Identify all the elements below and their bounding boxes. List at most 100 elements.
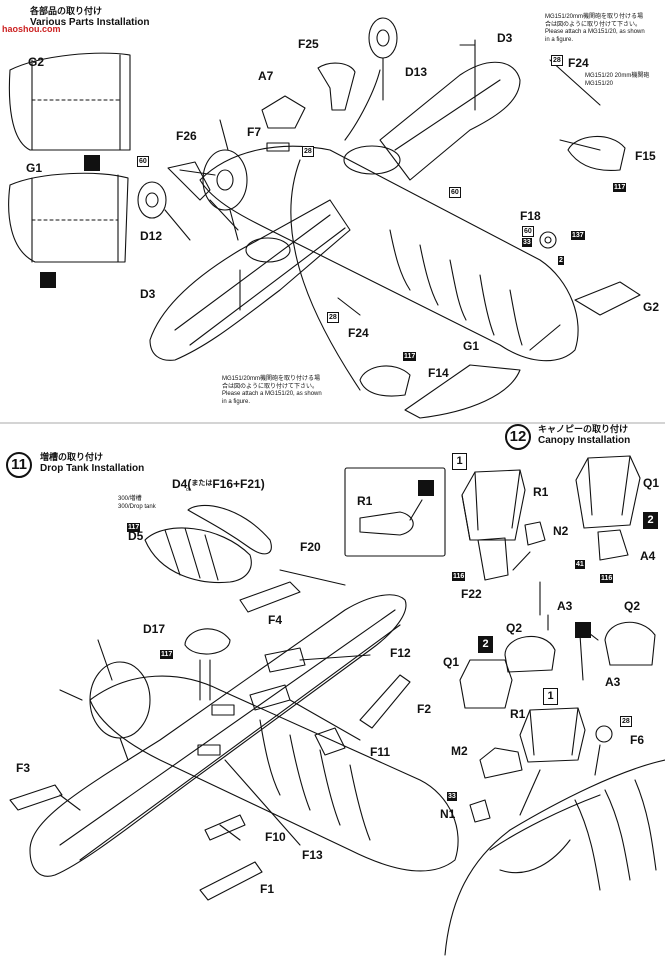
mg-note-mid-line3: Please attach a MG151/20, as shown <box>222 391 322 397</box>
drop-tank-title-en: Drop Tank Installation <box>40 463 145 474</box>
part-label-f18: F18 <box>520 209 541 223</box>
paint-code: 41 <box>575 560 585 569</box>
part-label-d12: D12 <box>140 229 163 243</box>
option-1-marker-b: 1 <box>543 688 558 705</box>
part-label-f11: F11 <box>370 745 391 759</box>
paint-code: 116 <box>452 572 466 581</box>
paint-code: 33 <box>447 792 457 801</box>
paint-code: 116 <box>600 574 614 583</box>
part-label-g1: G1 <box>26 161 43 175</box>
part-label-g2: G2 <box>28 55 45 69</box>
option-1-marker: 1 <box>452 453 467 470</box>
mg-note-top-line1: MG151/20mm機関砲を取り付ける場 <box>545 14 644 20</box>
part-label-f10: F10 <box>265 830 286 844</box>
part-label-d5: D5 <box>128 529 144 543</box>
various-parts-title-en: Various Parts Installation <box>30 17 150 28</box>
part-label-n2: N2 <box>553 524 569 538</box>
d4-variant-label: D4(またはF16+F21) <box>172 478 265 490</box>
drop-tank-title-jp: 増槽の取り付け <box>40 452 104 462</box>
mg-note-mid-line1: MG151/20mm機関砲を取り付ける場 <box>222 376 321 382</box>
flap-closed-symbol <box>40 272 56 288</box>
part-label-g2b: G2 <box>643 300 660 314</box>
option-2-marker-b: 2 <box>478 636 493 653</box>
part-label-d17: D17 <box>143 622 166 636</box>
mg-note-mid-line2: 合は図のように取り付けて下さい。 <box>222 383 319 390</box>
step-number-12: 12 <box>505 424 531 450</box>
part-label-q1b: Q1 <box>443 655 460 669</box>
d4-parts: F16+F21) <box>212 477 265 491</box>
part-label-f4: F4 <box>268 613 283 627</box>
flap-open-symbol <box>84 155 100 171</box>
canopy-title-jp: キャノピーの取り付け <box>538 424 629 434</box>
paint-code: 137 <box>571 231 585 240</box>
part-label-f12: F12 <box>390 646 411 660</box>
d4-or-jp: または <box>191 480 213 487</box>
part-label-f14: F14 <box>428 366 449 380</box>
paint-code: 33 <box>522 238 532 247</box>
part-label-a4: A4 <box>640 549 656 563</box>
part-label-f24: F24 <box>568 56 589 70</box>
part-label-f3: F3 <box>16 761 31 775</box>
paint-code: 60 <box>449 187 461 198</box>
part-label-f1: F1 <box>260 882 275 896</box>
mg-note-mid-line4: in a figure. <box>222 398 251 405</box>
paint-code: 117 <box>613 183 627 192</box>
mg-legend-line2: MG151/20 <box>585 80 614 87</box>
q2-inset-symbol <box>575 622 591 638</box>
part-label-f6: F6 <box>630 733 645 747</box>
part-label-g1b: G1 <box>463 339 480 353</box>
mg-legend-line1: MG151/20 20mm機関砲 <box>585 73 650 79</box>
canopy-title-en: Canopy Installation <box>538 435 631 446</box>
d4-label: D4( <box>172 477 192 491</box>
d4-or-en: or <box>186 487 191 493</box>
paint-code: 117 <box>403 352 417 361</box>
part-label-f25: F25 <box>298 37 319 51</box>
inset-symbol <box>418 480 434 496</box>
step-number-11: 11 <box>6 452 32 478</box>
mg-note-top-line3: Please attach a MG151/20, as shown <box>545 29 645 35</box>
paint-code: 28 <box>551 55 563 66</box>
mg151-note-mid: MG151/20mm機関砲を取り付ける場 合は図のように取り付けて下さい。 Pl… <box>222 376 322 406</box>
part-label-q1: Q1 <box>643 476 660 490</box>
mg-note-top-line2: 合は図のように取り付けて下さい。 <box>545 21 642 28</box>
part-label-f26: F26 <box>176 129 197 143</box>
legend-300-jp: 300/増槽 <box>118 496 142 502</box>
part-label-f13: F13 <box>302 848 323 862</box>
part-label-f7: F7 <box>247 125 262 139</box>
part-label-f20: F20 <box>300 540 321 554</box>
part-label-r1: R1 <box>533 485 549 499</box>
part-label-q2-inset: Q2 <box>624 599 641 613</box>
various-parts-title-jp: 各部品の取り付け <box>30 6 103 16</box>
part-label-d3b: D3 <box>140 287 156 301</box>
legend-300-en: 300/Drop tank <box>118 503 156 510</box>
part-label-f22: F22 <box>461 587 482 601</box>
part-label-d13: D13 <box>405 65 428 79</box>
part-label-d3: D3 <box>497 31 513 45</box>
paint-code: 28 <box>302 146 314 157</box>
canopy-header: キャノピーの取り付け Canopy Installation <box>538 422 630 446</box>
mg151-note-top: MG151/20mm機関砲を取り付ける場 合は図のように取り付けて下さい。 Pl… <box>545 14 645 44</box>
part-label-a3: A3 <box>557 599 573 613</box>
part-label-r1b: R1 <box>510 707 526 721</box>
part-label-r1-inset: R1 <box>357 494 373 508</box>
watermark: haoshou.com <box>2 24 61 34</box>
paint-code: 60 <box>522 226 534 237</box>
paint-code: 28 <box>620 716 632 727</box>
part-label-a3b: A3 <box>605 675 621 689</box>
part-label-q2: Q2 <box>506 621 523 635</box>
paint-code: 117 <box>160 650 174 659</box>
paint-code: 60 <box>137 156 149 167</box>
paint-code: 117 <box>127 523 141 532</box>
option-2-marker: 2 <box>643 512 658 529</box>
part-label-f2: F2 <box>417 702 432 716</box>
part-label-n1: N1 <box>440 807 456 821</box>
part-label-f15: F15 <box>635 149 656 163</box>
mg151-legend: MG151/20 20mm機関砲 MG151/20 <box>585 73 649 88</box>
part-label-m2: M2 <box>451 744 468 758</box>
drop-tank-header: 増槽の取り付け Drop Tank Installation <box>40 450 144 474</box>
paint-code: 28 <box>327 312 339 323</box>
various-parts-header: 各部品の取り付け Various Parts Installation <box>30 4 149 28</box>
part-label-a7: A7 <box>258 69 274 83</box>
paint-code: 2 <box>558 256 564 265</box>
